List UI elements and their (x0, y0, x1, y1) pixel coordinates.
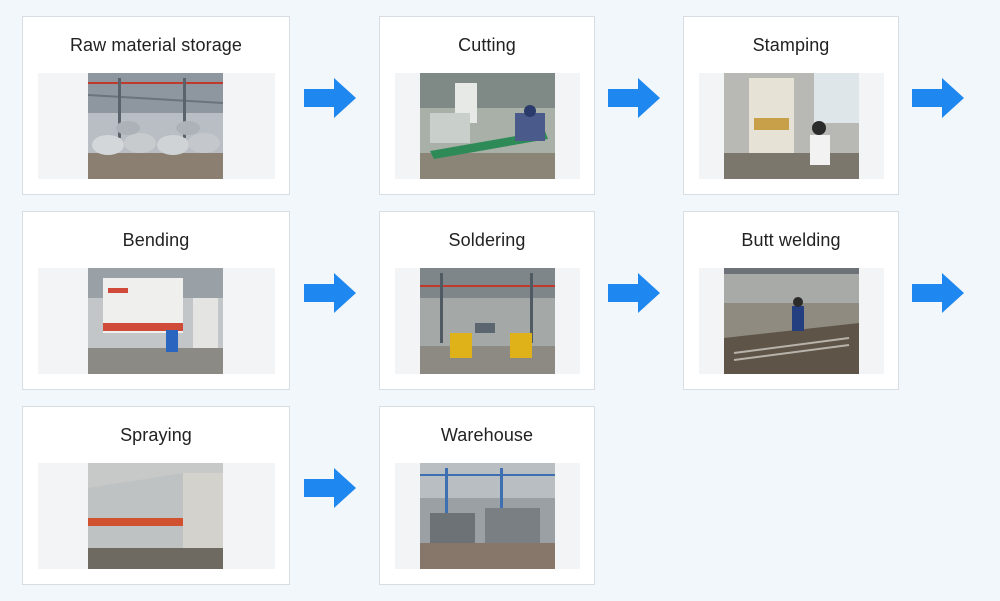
arrow-right-icon (912, 273, 964, 313)
butt-welding-photo (724, 268, 859, 374)
step-card-butt-welding: Butt welding (683, 211, 899, 390)
step-title: Cutting (458, 35, 516, 55)
step-title: Bending (122, 230, 190, 250)
step-title: Warehouse (440, 425, 534, 445)
arrow-right-icon (608, 273, 660, 313)
step-card-soldering: Soldering (379, 211, 595, 390)
cutting-line-photo (420, 73, 555, 179)
coil-warehouse-photo (88, 73, 223, 179)
step-card-stamping: Stamping (683, 16, 899, 195)
arrow-right-icon (912, 78, 964, 118)
press-brake-photo (88, 268, 223, 374)
arrow-right-icon (304, 468, 356, 508)
warehouse-photo (420, 463, 555, 569)
step-card-bending: Bending (22, 211, 290, 390)
step-card-cutting: Cutting (379, 16, 595, 195)
step-title: Stamping (752, 35, 830, 55)
stamping-press-photo (724, 73, 859, 179)
spray-booth-photo (88, 463, 223, 569)
welding-workshop-photo (420, 268, 555, 374)
step-title: Butt welding (741, 230, 841, 250)
step-card-warehouse: Warehouse (379, 406, 595, 585)
arrow-right-icon (304, 273, 356, 313)
step-title: Spraying (120, 425, 192, 445)
arrow-right-icon (608, 78, 660, 118)
step-card-raw-material-storage: Raw material storage (22, 16, 290, 195)
step-card-spraying: Spraying (22, 406, 290, 585)
step-title: Raw material storage (69, 35, 243, 55)
arrow-right-icon (304, 78, 356, 118)
step-title: Soldering (448, 230, 526, 250)
